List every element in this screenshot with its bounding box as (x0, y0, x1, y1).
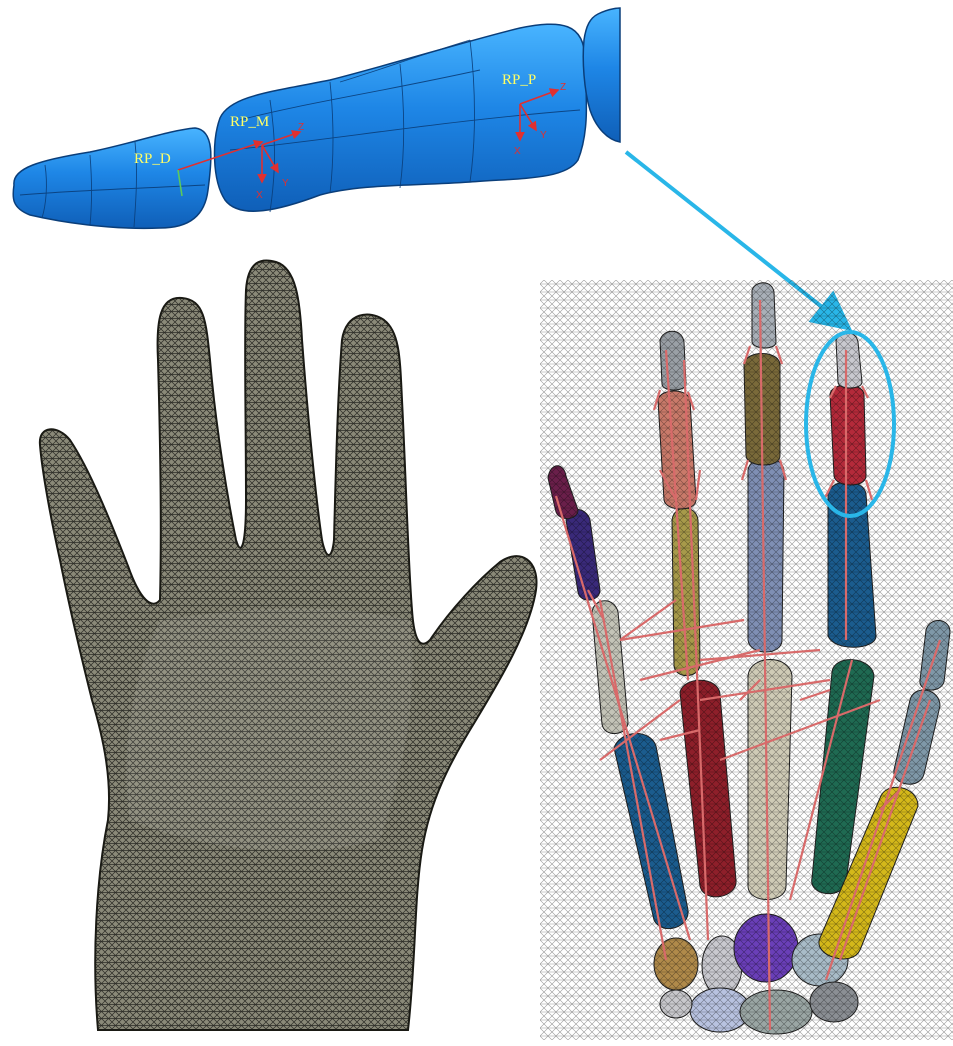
finger-phalanges-model: RP_D RP_M RP_P Z X Y Z X Y (13, 8, 620, 228)
label-rp-d: RP_D (134, 151, 171, 167)
axis-label-y-middle: Y (282, 178, 289, 189)
axis-label-z-middle: Z (298, 122, 304, 133)
axis-label-z-proximal: Z (560, 82, 566, 93)
skin-mesh-hand (40, 260, 537, 1030)
distal-phalanx (13, 128, 211, 228)
label-rp-m: RP_M (230, 114, 269, 130)
axis-label-x-proximal: X (514, 146, 521, 157)
label-rp-p: RP_P (502, 72, 536, 88)
proximal-phalanx (583, 8, 620, 142)
axis-label-x-middle: X (256, 190, 263, 201)
hand-skeleton-model (540, 280, 953, 1040)
axis-label-y-proximal: Y (540, 130, 547, 141)
